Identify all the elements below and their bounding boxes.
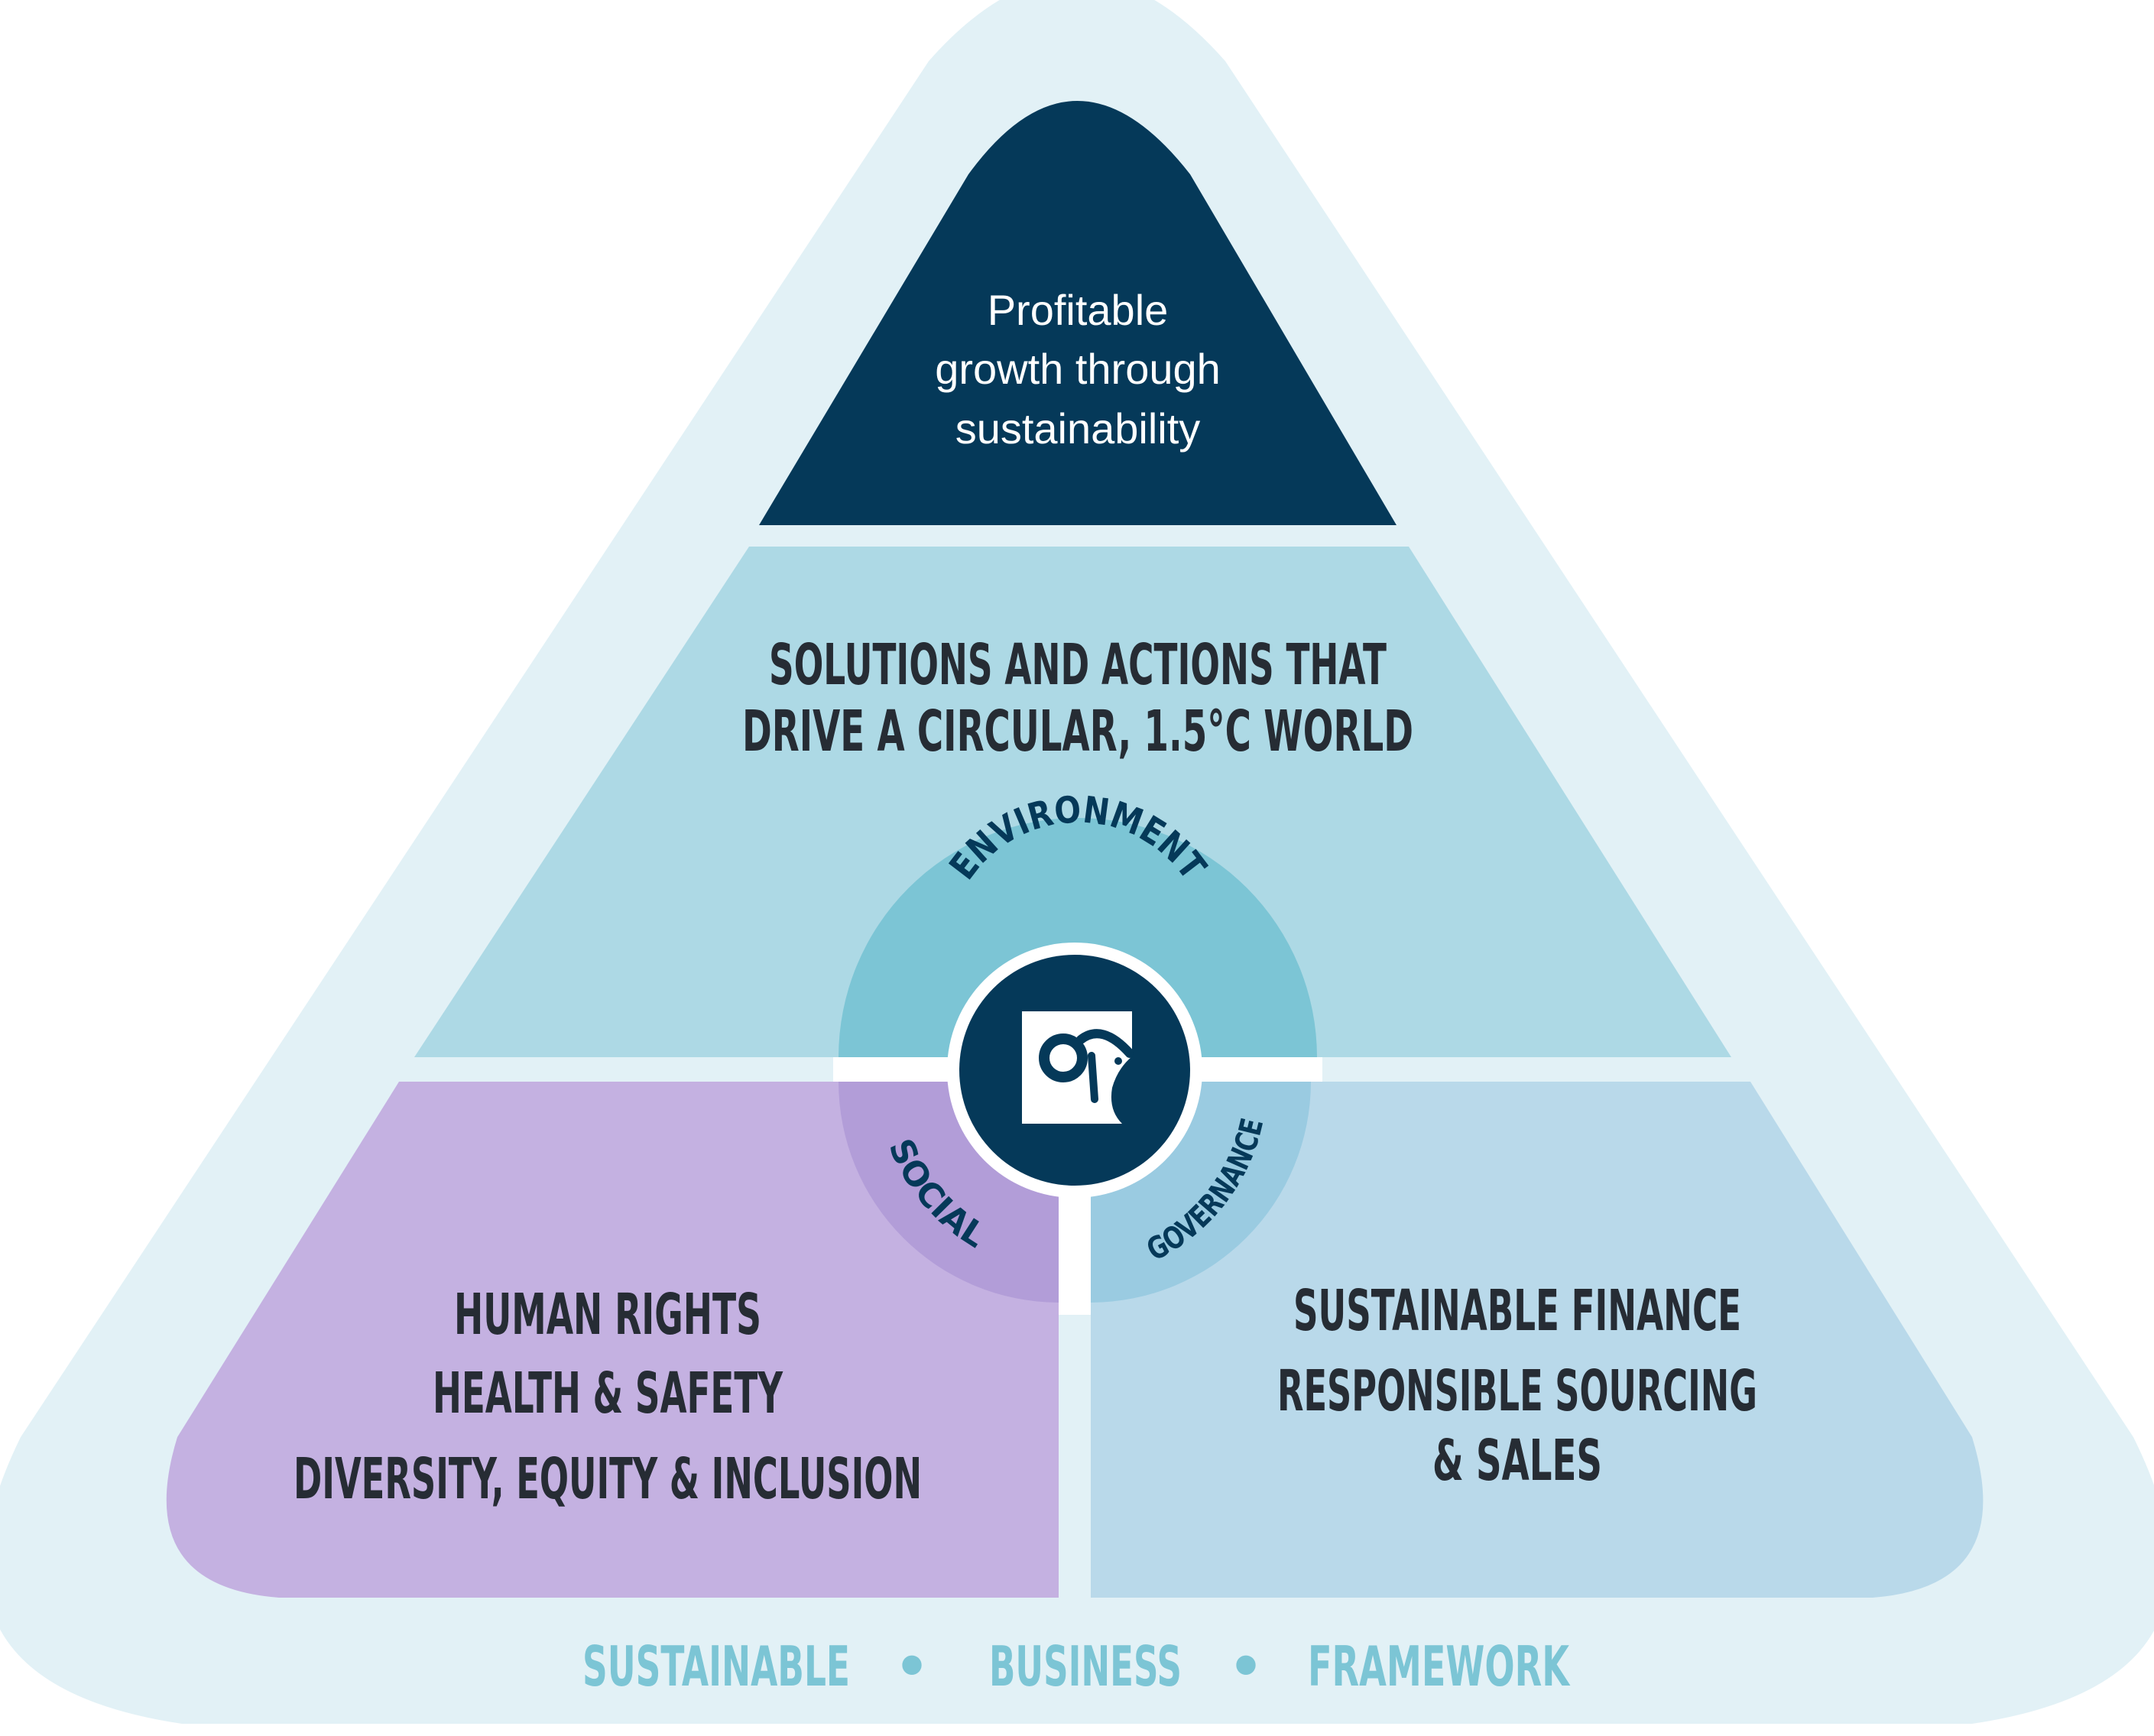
footer-word-2: BUSINESS: [989, 1634, 1182, 1699]
top-line-2: growth through: [935, 345, 1221, 393]
footer-word-1: SUSTAINABLE: [582, 1634, 850, 1699]
footer-word-3: FRAMEWORK: [1308, 1634, 1570, 1699]
right-line-1: SUSTAINABLE FINANCE: [1293, 1278, 1741, 1344]
footer-text: SUSTAINABLE • BUSINESS • FRAMEWORK: [582, 1634, 1570, 1699]
footer-separator-2: •: [1228, 1634, 1264, 1699]
middle-line-1: SOLUTIONS AND ACTIONS THAT: [769, 632, 1387, 698]
right-line-2: RESPONSIBLE SOURCING: [1277, 1358, 1757, 1424]
left-line-3: DIVERSITY, EQUITY & INCLUSION: [294, 1446, 922, 1512]
middle-tier-text: SOLUTIONS AND ACTIONS THAT DRIVE A CIRCU…: [742, 632, 1413, 764]
right-line-3: & SALES: [1432, 1428, 1602, 1494]
middle-tier: [414, 547, 1731, 1057]
left-line-1: HUMAN RIGHTS: [454, 1282, 761, 1348]
footer-separator-1: •: [894, 1634, 929, 1699]
top-line-3: sustainability: [955, 404, 1201, 453]
environment-ring: [839, 818, 1317, 1057]
top-tier-text: Profitable growth through sustainability: [935, 286, 1221, 453]
middle-line-2: DRIVE A CIRCULAR, 1.5°C WORLD: [742, 699, 1413, 764]
logo-icon: [1022, 1011, 1134, 1124]
left-tier-text: HUMAN RIGHTS HEALTH & SAFETY DIVERSITY, …: [294, 1282, 922, 1512]
right-tier-text: SUSTAINABLE FINANCE RESPONSIBLE SOURCING…: [1277, 1278, 1757, 1494]
right-tier: [1091, 1082, 1984, 1598]
left-line-2: HEALTH & SAFETY: [433, 1361, 783, 1426]
top-tier: [759, 101, 1397, 525]
left-tier: [166, 1082, 1059, 1598]
top-line-1: Profitable: [988, 286, 1169, 334]
